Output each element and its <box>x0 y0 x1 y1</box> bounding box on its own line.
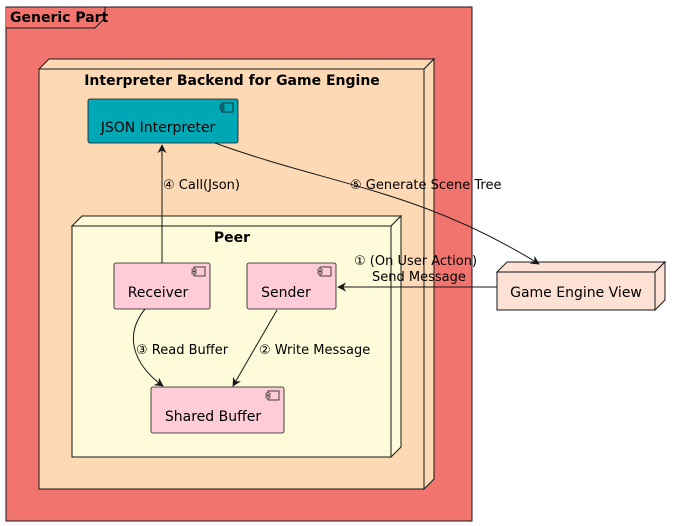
component-icon <box>265 390 280 401</box>
component-icon <box>219 102 234 113</box>
edge-generate-scene-tree-label: ⑤ Generate Scene Tree <box>350 178 502 193</box>
sender-label: Sender <box>261 285 311 301</box>
game-engine-view-node[interactable]: Game Engine View <box>495 260 667 312</box>
sender-component[interactable]: Sender <box>246 262 337 310</box>
game-engine-view-label: Game Engine View <box>510 285 642 301</box>
edge-read-buffer <box>133 308 164 387</box>
json-interpreter-component[interactable]: JSON Interpreter <box>87 98 239 144</box>
edge-user-action-label-1: ① (On User Action) <box>354 254 477 269</box>
edge-generate-scene-tree <box>214 142 540 265</box>
json-interpreter-label: JSON Interpreter <box>100 120 216 136</box>
peer-label: Peer <box>214 230 250 246</box>
generic-part-label: Generic Part <box>10 10 109 26</box>
edge-write-message-label: ② Write Message <box>259 343 370 358</box>
component-icon <box>317 266 332 277</box>
edge-call-json-label: ④ Call(Json) <box>163 178 240 193</box>
receiver-component[interactable]: Receiver <box>113 262 211 310</box>
shared-buffer-label: Shared Buffer <box>165 409 261 425</box>
edge-user-action-label-2: Send Message <box>372 270 466 285</box>
component-icon <box>191 266 206 277</box>
shared-buffer-component[interactable]: Shared Buffer <box>150 386 285 434</box>
edge-write-message <box>232 309 278 387</box>
receiver-label: Receiver <box>128 285 189 301</box>
interpreter-backend-label: Interpreter Backend for Game Engine <box>84 73 380 89</box>
edge-read-buffer-label: ③ Read Buffer <box>136 343 229 358</box>
